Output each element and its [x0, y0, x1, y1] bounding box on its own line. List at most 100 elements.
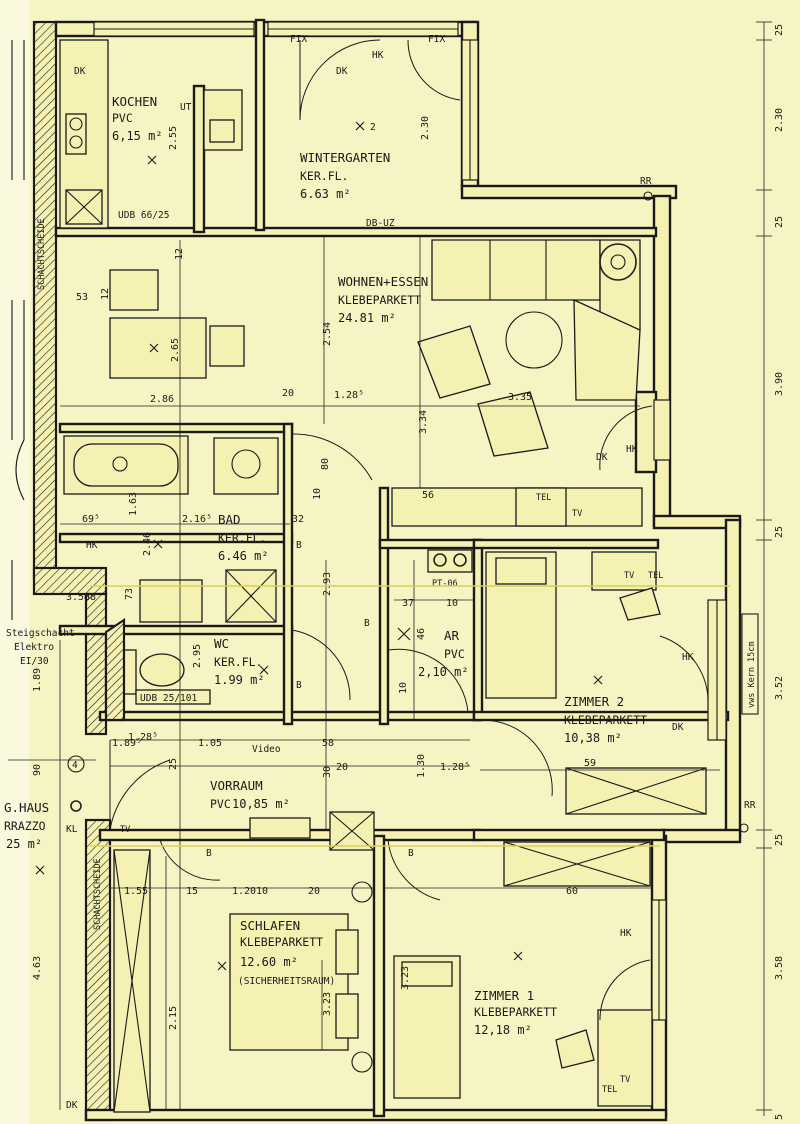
steigschacht-label: Steigschacht: [6, 628, 75, 639]
fix-top-1: FIX: [290, 34, 307, 45]
dim-i-73: 73: [124, 588, 135, 600]
dim-i-58: 10: [398, 682, 409, 694]
dim-i-80a: 80: [320, 458, 331, 470]
dim-r-4: 3.90: [774, 372, 785, 396]
kochen-material: PVC: [112, 111, 133, 125]
zimmer2-window-door: [659, 635, 709, 707]
zimmer2-material: KLEBEPARKETT: [564, 713, 647, 727]
inner-dimension-lines: [60, 236, 720, 1110]
dim-i-12b: 1.28⁵: [128, 732, 158, 743]
hk-zimmer2: HK: [682, 652, 694, 663]
dim-r-6: 3.52: [774, 676, 785, 700]
wintergarten-door: [299, 39, 381, 121]
dim-i-25a: 1.89⁵: [112, 738, 142, 749]
ar-material: PVC: [444, 647, 465, 661]
dim-i-1285a: 1.28⁵: [334, 390, 364, 401]
dim-i-12c: 12: [100, 288, 111, 300]
dim-i-286: 2.86: [150, 394, 174, 405]
dim-l-1: 1.89: [32, 668, 43, 692]
dim-i-46: 37: [402, 598, 414, 609]
dim-i-215: 60: [566, 886, 578, 897]
dim-i-4: 68: [84, 592, 96, 603]
dim-i-56: 56: [422, 490, 434, 501]
dim-i-68: 3.58: [66, 592, 90, 603]
dim-i-10b: 1.20: [232, 886, 256, 897]
schlafen-note: (SICHERHEITSRAUM): [238, 976, 335, 987]
zimmer1-area: 12,18 m²: [474, 1023, 532, 1037]
living-furniture: [109, 239, 643, 527]
wintergarten-name: WINTERGARTEN: [300, 150, 390, 165]
wc-name: WC: [214, 636, 229, 651]
dim-i-12a: 12: [174, 248, 185, 260]
wc-furniture: [123, 649, 211, 705]
dim-i-175: 46: [416, 628, 427, 640]
dim-i-254: 2.54: [322, 322, 333, 346]
margin-left: [0, 0, 30, 1124]
b-ar: B: [364, 618, 370, 629]
schacht-left-label: SCHACHTSCHEIDE: [37, 218, 47, 290]
shaft-fill: [104, 617, 126, 722]
tel-zimmer1: TEL: [602, 1085, 617, 1095]
dk-wintergarten: DK: [336, 66, 348, 77]
ar-area: 2,10 m²: [418, 665, 469, 679]
dim-i-230: 2.30: [420, 116, 431, 140]
vws-kern-label: vws Kern 15cm: [747, 641, 757, 708]
dim-i-130b: 1.30: [416, 754, 427, 778]
schlafen-material: KLEBEPARKETT: [240, 935, 323, 949]
lamp-label: 2: [370, 122, 376, 133]
tv-vorraum: TV: [120, 825, 130, 835]
dim-i-695: 69⁵: [82, 514, 100, 525]
rr-top: RR: [640, 176, 652, 187]
windows: [93, 21, 727, 1021]
dim-i-155: 20: [308, 886, 320, 897]
right-dimension-chain: [756, 21, 772, 1116]
dk-kochen: DK: [74, 66, 86, 77]
wohnen-name: WOHNEN+ESSEN: [338, 274, 428, 289]
vorraum-material: PVC: [210, 797, 231, 811]
exterior-lines: [8, 40, 96, 1110]
schlafen-area: 12.60 m²: [240, 955, 298, 969]
dim-i-120: 15: [186, 886, 198, 897]
tv-wohnen: TV: [572, 509, 582, 519]
dim-i-293: 2.93: [322, 572, 333, 596]
udb2-label: UDB 25/101: [140, 693, 197, 704]
dim-i-105: 2.95: [192, 644, 203, 668]
dim-r-7: 25: [774, 834, 785, 846]
dim-i-60: 1.55: [124, 886, 148, 897]
dim-r-5: 25: [774, 526, 785, 538]
stiegenhaus-material: RRAZZO: [4, 819, 46, 833]
b-wc: B: [296, 680, 302, 691]
wintergarten-material: KER.FL.: [300, 169, 348, 183]
kitchen-furniture: [59, 39, 243, 229]
schlafen-door: [159, 839, 221, 881]
wohnen-material: KLEBEPARKETT: [338, 293, 421, 307]
bad-door: [291, 433, 373, 481]
b-vorraum-1: B: [206, 848, 212, 859]
bath-furniture: [63, 435, 279, 623]
dim-r-3: 25: [774, 216, 785, 228]
hk-wohnen: HK: [626, 444, 638, 455]
hk-wintergarten: HK: [372, 50, 384, 61]
zimmer2-furniture: [485, 551, 707, 815]
zimmer2-area: 10,38 m²: [564, 731, 622, 745]
zimmer1-furniture: [393, 841, 653, 1107]
stiegenhaus-name: G.HAUS: [4, 800, 49, 815]
zimmer1-door: [387, 839, 441, 901]
dim-i-130a: 30: [322, 766, 333, 778]
dim-i-163: 1.63: [128, 492, 139, 516]
dim-r-9: 5: [774, 1114, 785, 1120]
circle-4: [67, 755, 85, 773]
tv-zimmer2: TV: [624, 571, 634, 581]
kochen-area: 6,15 m²: [112, 129, 163, 143]
dim-i-1285c: 20: [336, 762, 348, 773]
dim-i-358: 3.23: [400, 966, 411, 990]
dim-l-3: 4.63: [32, 956, 43, 980]
video-label: Video: [252, 744, 281, 755]
pt-label: PT-06: [432, 579, 458, 589]
udb1-label: UDB 66/25: [118, 210, 169, 221]
dim-i-334: 3.34: [418, 410, 429, 434]
zimmer1-name: ZIMMER 1: [474, 988, 534, 1003]
db-uz-label: DB-UZ: [366, 218, 395, 229]
dim-i-10a: 10: [312, 488, 323, 500]
eb-label: EI/30: [20, 656, 49, 667]
